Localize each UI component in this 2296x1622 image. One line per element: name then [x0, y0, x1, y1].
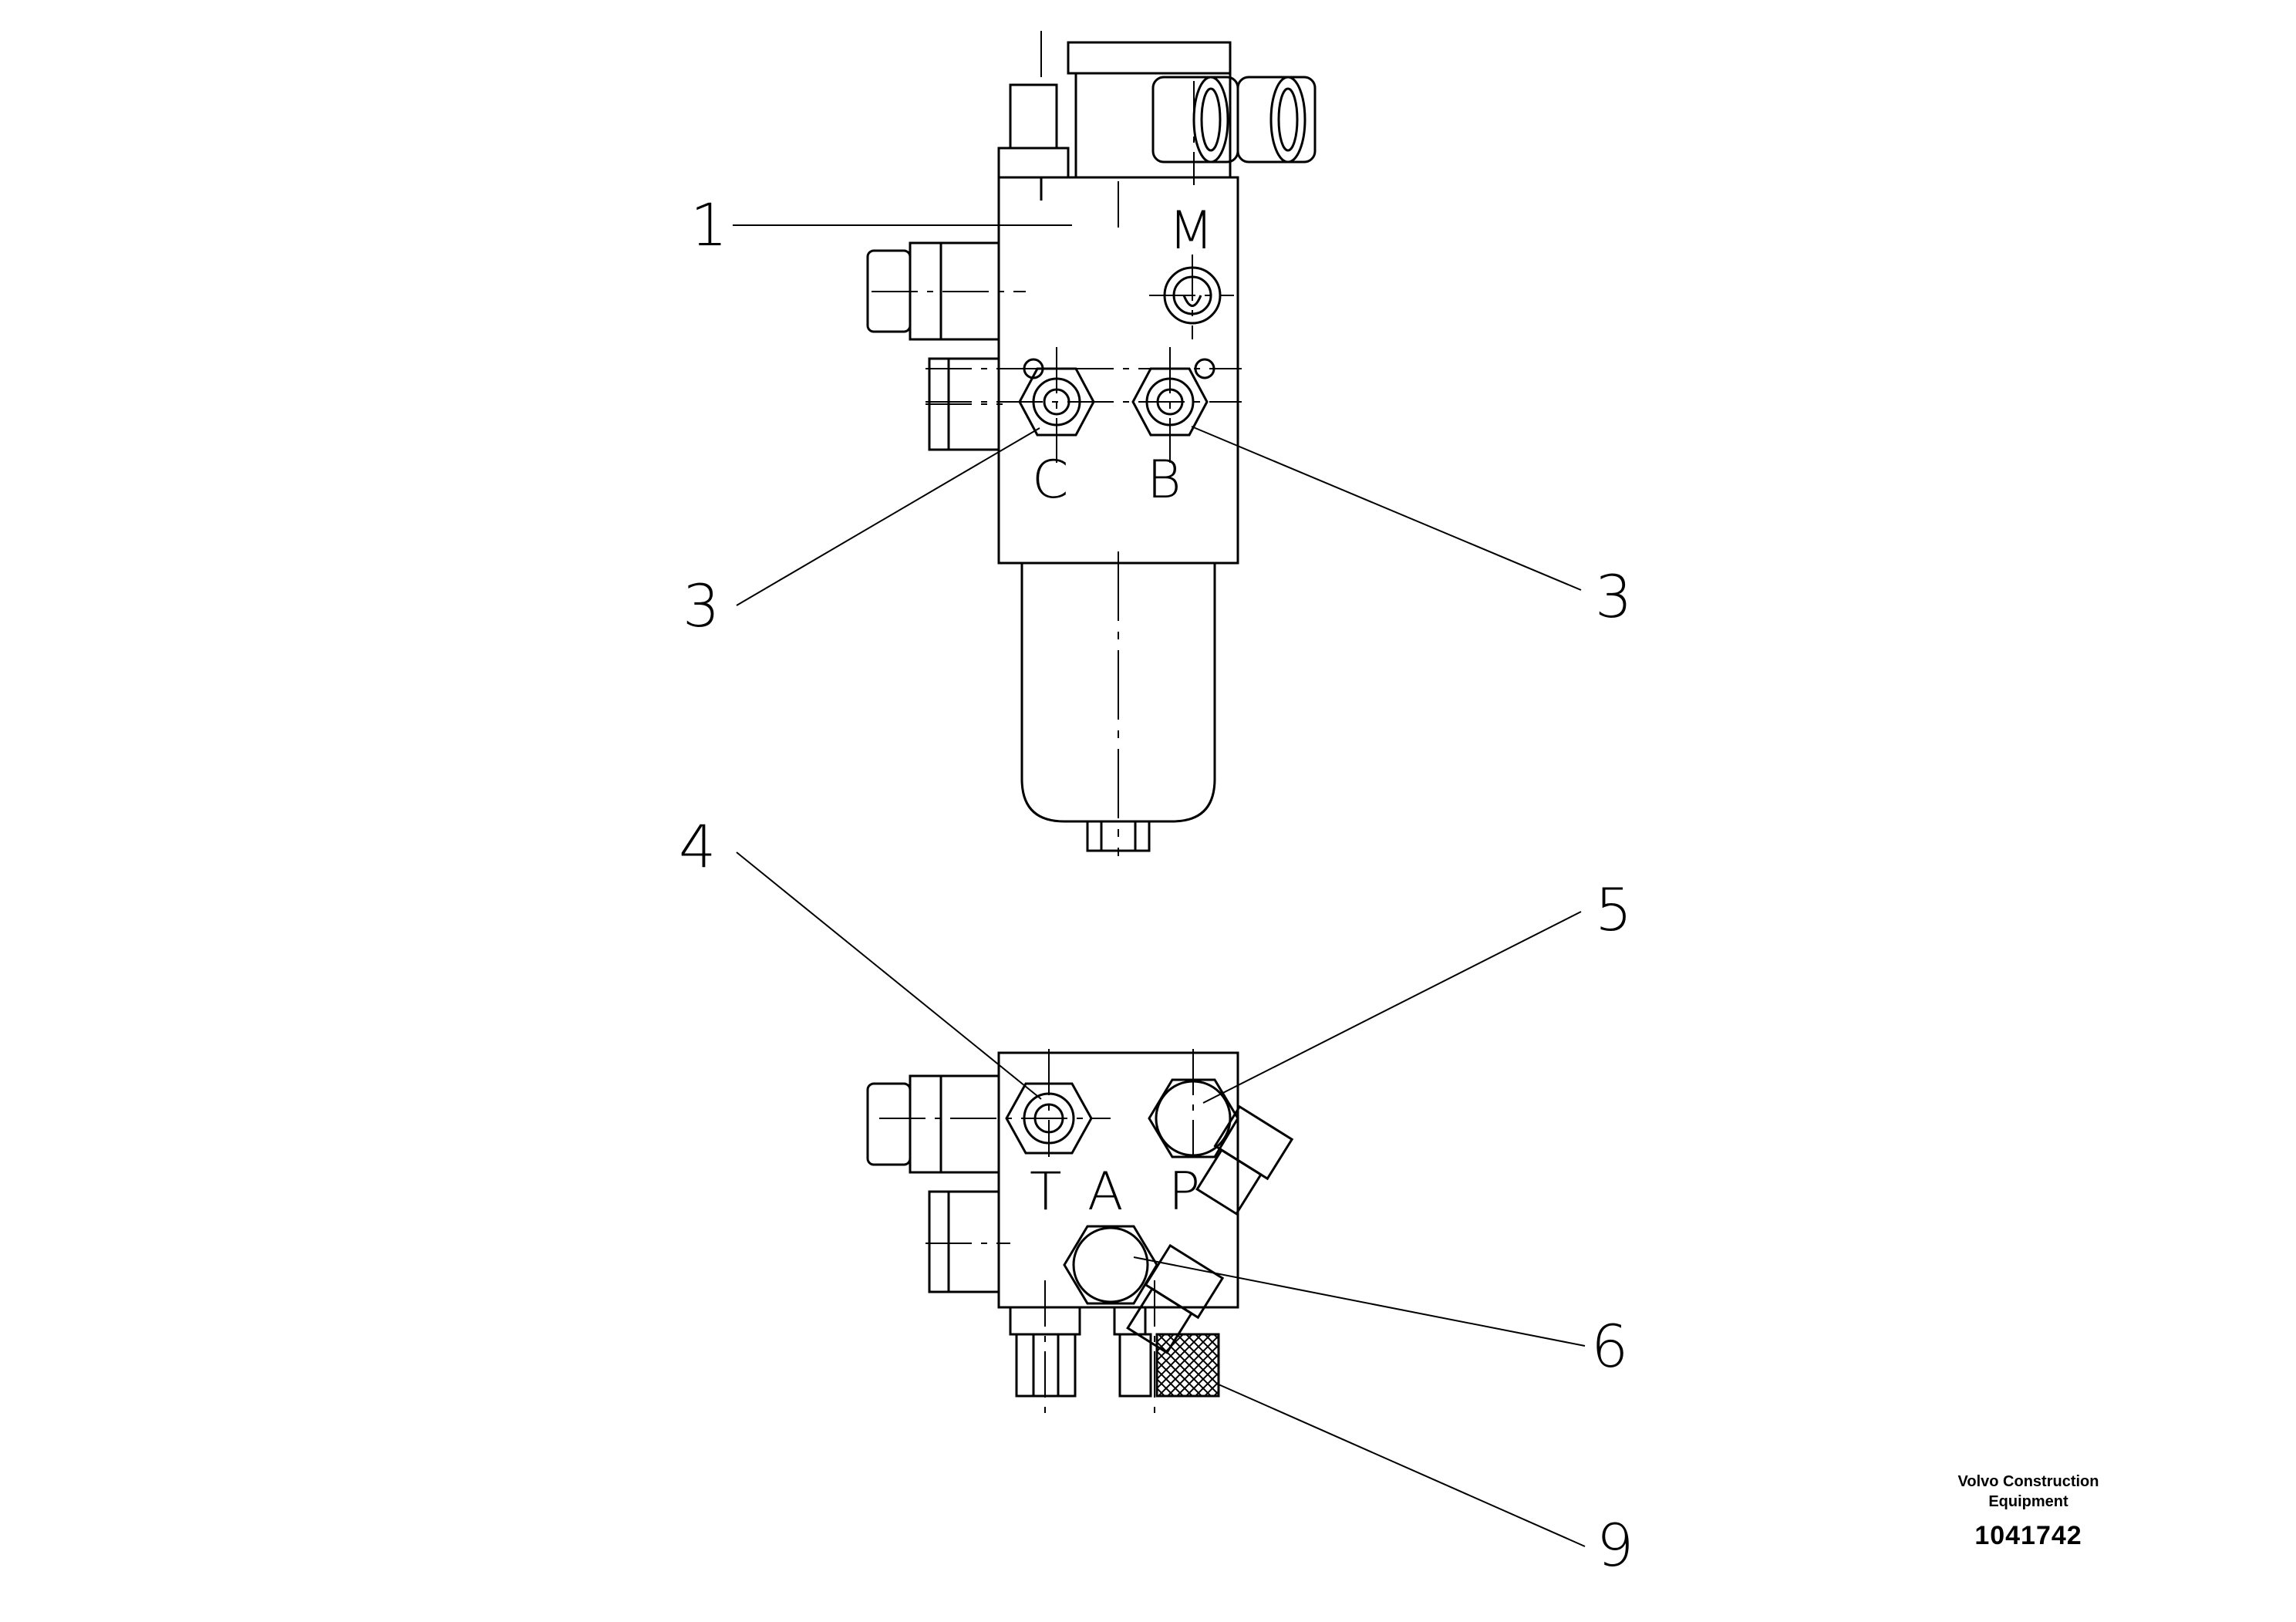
- top-side-fitting-1-inner: [1202, 89, 1220, 150]
- leader-6: [1134, 1257, 1585, 1346]
- port-label-m: M: [1168, 201, 1214, 261]
- bottom-solenoid-upper-body: [910, 1076, 999, 1172]
- bottom-valve-assembly: [868, 1049, 1292, 1419]
- brand-block: Volvo Construction Equipment 1041742: [1913, 1472, 2144, 1551]
- leader-9: [1219, 1384, 1585, 1546]
- port-labels: M C B T A P: [1030, 201, 1214, 1222]
- port-b-hex-icon: [1133, 369, 1207, 435]
- top-main-fitting-cap: [1068, 42, 1230, 73]
- callout-3-left: 3: [683, 572, 720, 640]
- brand-name-line1: Volvo Construction: [1957, 1473, 2099, 1490]
- port-label-c: C: [1032, 450, 1068, 511]
- leader-lines: [733, 225, 1585, 1546]
- top-valve-assembly: [868, 31, 1315, 856]
- callout-6: 6: [1591, 1312, 1628, 1381]
- callout-4: 4: [679, 812, 716, 881]
- drawing-number: 1041742: [1974, 1521, 2082, 1550]
- bottom-solenoid-lower: [929, 1192, 999, 1292]
- leader-3-left: [737, 428, 1040, 605]
- brand-name-line2: Equipment: [1988, 1493, 2068, 1510]
- top-side-fitting-1: [1153, 77, 1238, 162]
- port-label-b: B: [1147, 450, 1182, 511]
- top-side-fitting-2-face: [1271, 77, 1305, 162]
- top-side-fitting-2: [1238, 77, 1315, 162]
- callout-5: 5: [1595, 875, 1632, 944]
- top-side-fitting-2-inner: [1279, 89, 1297, 150]
- callout-9: 9: [1596, 1511, 1633, 1580]
- top-connector-small: [999, 148, 1068, 177]
- port-label-p: P: [1168, 1162, 1200, 1222]
- port-p-hex-icon: [1149, 1080, 1238, 1157]
- hatched-element: [1157, 1334, 1219, 1396]
- bottom-solenoid-upper: [868, 1084, 910, 1165]
- top-connector-block: [1010, 85, 1057, 148]
- port-a-hex-icon: [1064, 1226, 1157, 1303]
- callout-1: 1: [690, 191, 727, 259]
- leader-3-right: [1192, 427, 1581, 590]
- leader-5: [1203, 912, 1581, 1103]
- port-label-a: A: [1087, 1162, 1124, 1222]
- callout-3-right: 3: [1595, 562, 1632, 631]
- callout-numbers: 1 3 3 4 5 6 9: [679, 191, 1633, 1580]
- leader-4: [737, 852, 1041, 1099]
- port-label-t: T: [1030, 1162, 1062, 1222]
